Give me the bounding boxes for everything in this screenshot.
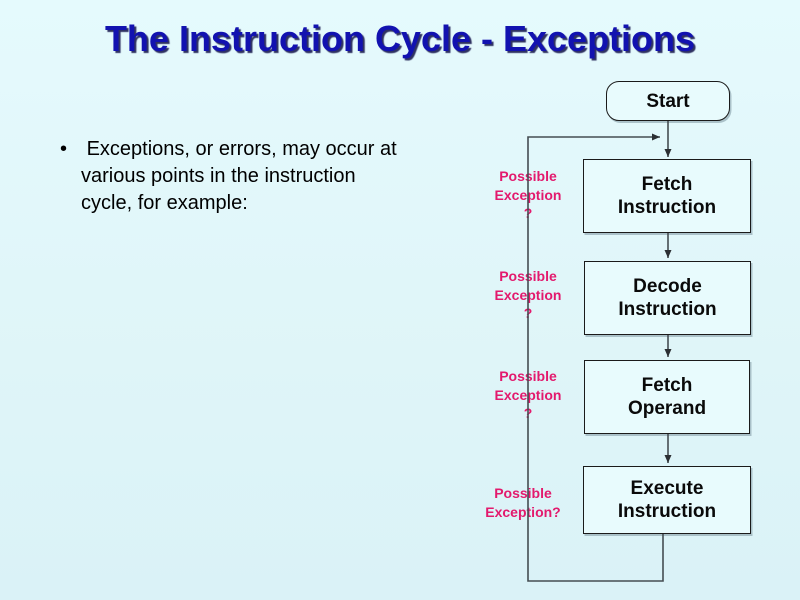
exception-label-fetch-operand: Possible Exception ? xyxy=(494,368,562,421)
flowchart-node-start: Start xyxy=(606,81,730,121)
bullet-text: Exceptions, or errors, may occur at vari… xyxy=(81,138,397,214)
slide-title: The Instruction Cycle - Exceptions xyxy=(104,18,696,59)
flowchart-node-fetch-instruction: Fetch Instruction xyxy=(583,159,751,233)
exception-label-decode-instruction: Possible Exception ? xyxy=(494,268,562,321)
exception-label-execute-instruction: Possible Exception? xyxy=(485,485,561,520)
flowchart-node-execute-instruction: Execute Instruction xyxy=(583,466,751,534)
exception-label-fetch-instruction: Possible Exception ? xyxy=(494,168,562,221)
bullet-list: • Exceptions, or errors, may occur at va… xyxy=(60,136,480,217)
flowchart-node-fetch-operand: Fetch Operand xyxy=(584,360,750,434)
flowchart-node-decode-instruction: Decode Instruction xyxy=(584,261,751,335)
bullet-marker: • xyxy=(60,138,68,160)
